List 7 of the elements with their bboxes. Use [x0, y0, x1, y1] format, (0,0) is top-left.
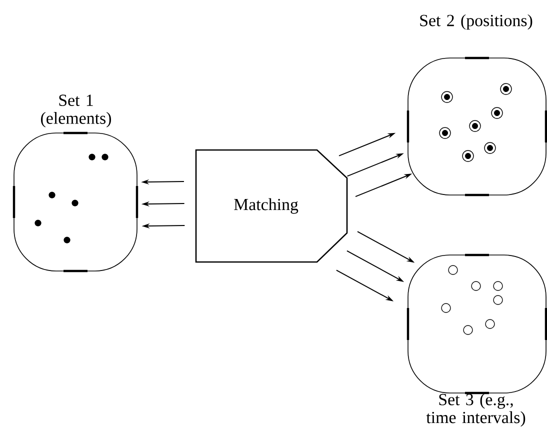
set-heading: Set 2 (positions)	[420, 14, 532, 30]
set-shape	[12, 132, 138, 272]
set-heading: Set 1 (elements)	[41, 94, 111, 128]
set-heading: Set 3 (e.g., time intervals)	[426, 393, 526, 427]
process-box: Matching	[195, 149, 348, 263]
set-shape	[406, 254, 547, 394]
set-shape	[406, 56, 547, 196]
